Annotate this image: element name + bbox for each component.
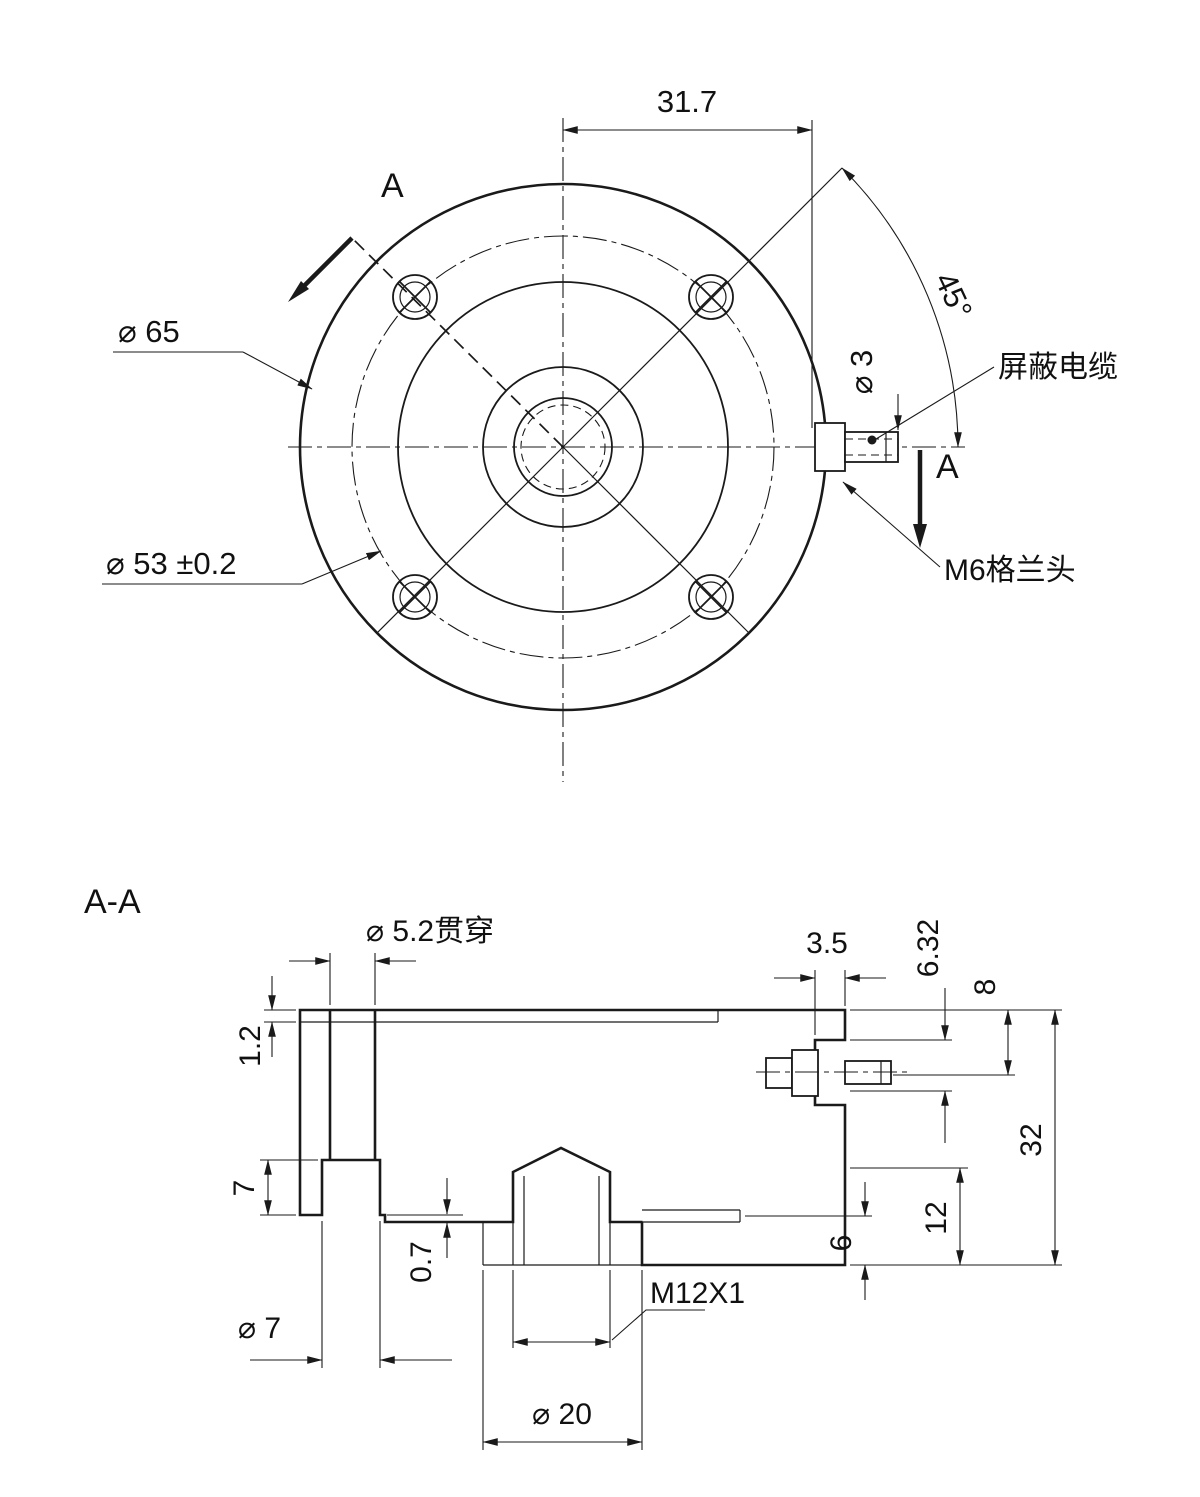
bolt-hole-upper-left	[392, 274, 438, 320]
section-arrow-right	[913, 450, 927, 548]
bolt-hole-lower-left	[392, 574, 438, 620]
bolt-circle-centerline	[351, 235, 775, 659]
m12x1-text: M12X1	[650, 1277, 745, 1310]
section-cut-line	[351, 237, 564, 448]
cable-gland-top-view	[814, 422, 899, 472]
thread-major-circle	[513, 397, 613, 497]
flange-top-view: A A 31.7 45° ⌀ 65 ⌀ 53 ±0.2	[102, 84, 1118, 782]
dim-8-text: 8	[969, 979, 1002, 996]
hub-circle	[482, 366, 644, 528]
label-m6-gland: M6格兰头	[842, 481, 1076, 587]
diagonal-lower-right	[562, 446, 750, 634]
dim-6-text: 6	[825, 1235, 858, 1252]
dia53-text: ⌀ 53 ±0.2	[106, 546, 236, 581]
dim-6-32: 6.32	[850, 919, 952, 1143]
thread-minor-circle	[520, 404, 606, 490]
dim-dia20: ⌀ 20	[482, 1270, 643, 1450]
cable-gland-section	[756, 1049, 908, 1097]
dim-0-7: 0.7	[387, 1178, 463, 1283]
dim-3-5-text: 3.5	[806, 927, 848, 960]
dim-7-text: 7	[228, 1180, 261, 1197]
section-letter-left: A	[381, 167, 404, 205]
shielded-cable-text: 屏蔽电缆	[998, 351, 1118, 384]
dim-6-32-text: 6.32	[912, 919, 945, 977]
dim-dia5-2: ⌀ 5.2贯穿	[289, 915, 494, 1005]
dia3-text: ⌀ 3	[844, 350, 879, 395]
diaphragm-gap	[642, 1209, 741, 1223]
dim-31-7: 31.7	[562, 84, 813, 428]
dim-0-7-text: 0.7	[405, 1241, 438, 1283]
dim-45deg: 45°	[841, 167, 979, 448]
dim-dia3: ⌀ 3	[844, 350, 902, 431]
dim-1-2: 1.2	[234, 976, 296, 1067]
label-shielded-cable: 屏蔽电缆	[875, 351, 1118, 440]
dim-32: 32	[850, 1009, 1062, 1266]
m6-gland-text: M6格兰头	[944, 554, 1076, 587]
internal-edges	[300, 1010, 719, 1266]
bolt-hole-upper-right	[688, 274, 734, 320]
section-body	[298, 1008, 847, 1267]
dim-6: 6	[745, 1182, 872, 1300]
cable-point	[867, 435, 877, 445]
dim-m12x1: M12X1	[512, 1270, 745, 1348]
dim-31-7-text: 31.7	[657, 84, 717, 119]
section-title: A-A	[84, 883, 141, 921]
dim-3-5: 3.5	[774, 927, 886, 1035]
dia7-text: ⌀ 7	[238, 1312, 281, 1345]
diagonal-45-line	[562, 167, 843, 448]
section-letter-right: A	[936, 448, 959, 486]
dim-32-text: 32	[1015, 1123, 1048, 1156]
dim-1-2-text: 1.2	[234, 1025, 267, 1067]
dim-7: 7	[228, 1159, 318, 1216]
dim-dia65: ⌀ 65	[113, 314, 313, 390]
dim-12-text: 12	[920, 1201, 953, 1234]
diagonal-lower-left	[376, 446, 564, 634]
dim-8: 8	[850, 979, 1062, 1076]
section-arrow-left	[288, 236, 354, 302]
dia65-text: ⌀ 65	[118, 314, 180, 349]
dim-dia7: ⌀ 7	[238, 1221, 452, 1368]
section-view-a-a: A-A	[84, 883, 1062, 1450]
dia5-2-text: ⌀ 5.2贯穿	[366, 915, 494, 948]
dim-dia53: ⌀ 53 ±0.2	[102, 546, 382, 585]
dia20-text: ⌀ 20	[532, 1398, 592, 1431]
step-circle	[397, 281, 729, 613]
bolt-hole-lower-right	[688, 574, 734, 620]
dim-12: 12	[850, 1167, 968, 1266]
